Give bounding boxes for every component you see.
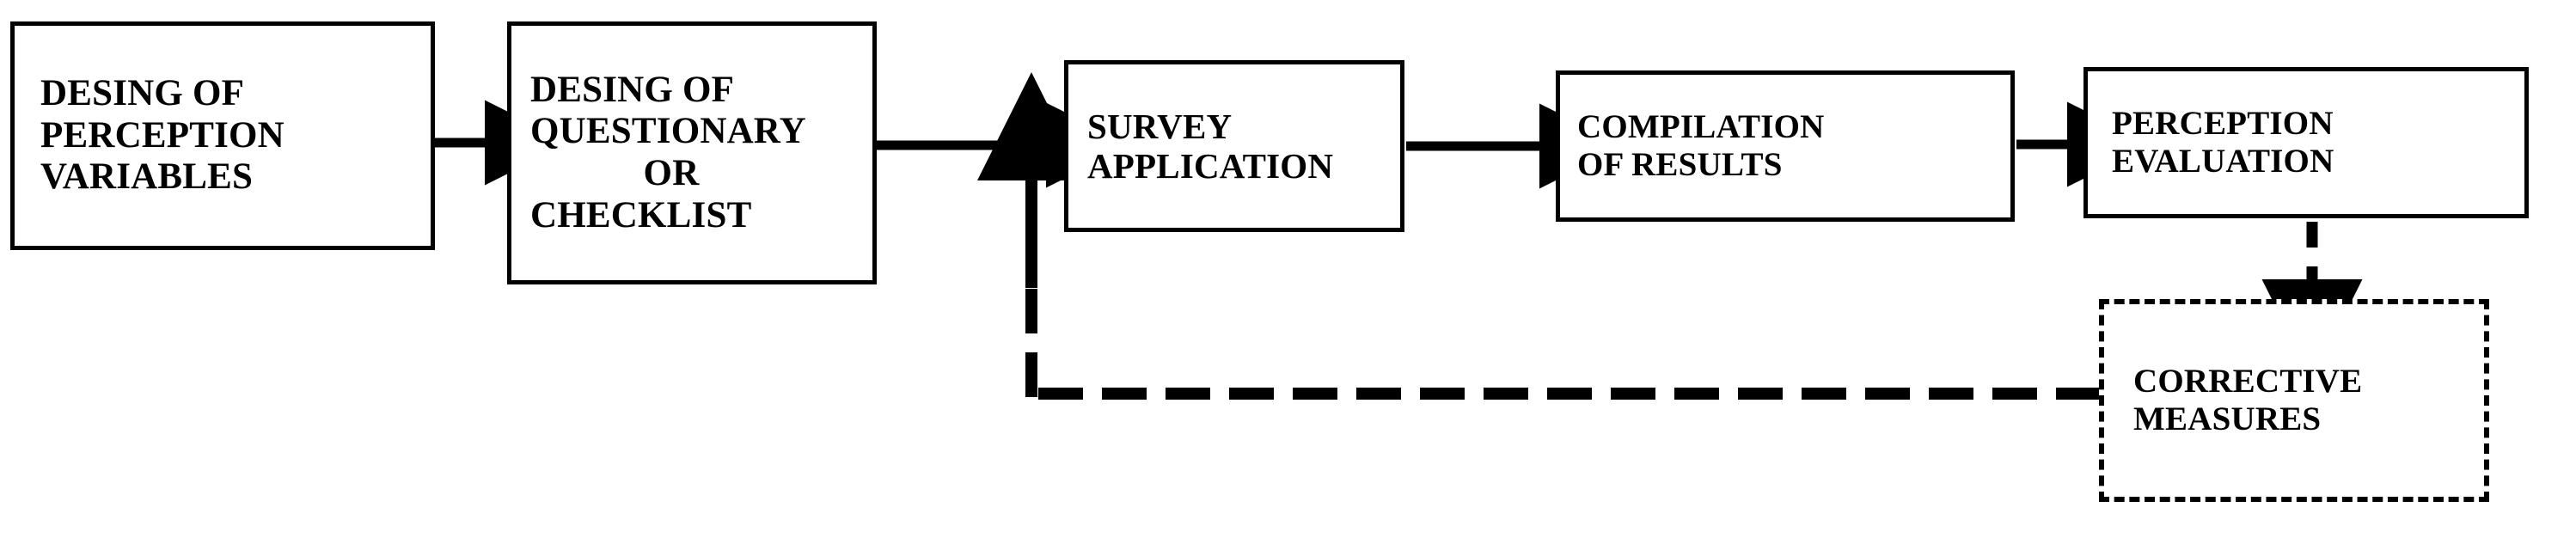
node-survey-application-line-1: SURVEY	[1087, 106, 1233, 146]
node-compilation-results-line-2: OF RESULTS	[1577, 146, 1783, 183]
node-questionary-line-2: QUESTIONARY	[530, 111, 806, 152]
node-questionary-or-checklist[interactable]: DESING OF QUESTIONARY OR CHECKLIST	[507, 21, 877, 284]
node-perception-evaluation[interactable]: PERCEPTION EVALUATION	[2083, 67, 2529, 218]
node-perception-evaluation-line-1: PERCEPTION	[2112, 104, 2334, 142]
node-compilation-results-line-1: COMPILATION	[1577, 107, 1825, 145]
node-perception-variables-line-1: DESING OF	[40, 73, 245, 114]
node-perception-evaluation-line-2: EVALUATION	[2112, 143, 2334, 180]
node-corrective-measures[interactable]: CORRECTIVE MEASURES	[2099, 299, 2489, 502]
node-questionary-line-1: DESING OF	[530, 69, 735, 110]
node-corrective-measures-line-2: MEASURES	[2133, 400, 2322, 437]
arrow-corrective-feedback-to-survey	[977, 72, 2101, 400]
node-compilation-of-results[interactable]: COMPILATION OF RESULTS	[1556, 70, 2015, 222]
node-perception-variables-line-2: PERCEPTION	[40, 114, 285, 156]
node-perception-variables-line-3: VARIABLES	[40, 156, 254, 198]
node-questionary-line-4: CHECKLIST	[530, 194, 752, 235]
node-perception-variables[interactable]: DESING OF PERCEPTION VARIABLES	[10, 21, 435, 250]
node-questionary-line-3: OR	[643, 153, 700, 193]
node-survey-application[interactable]: SURVEY APPLICATION	[1064, 60, 1404, 232]
node-survey-application-line-2: APPLICATION	[1087, 146, 1334, 186]
node-corrective-measures-line-1: CORRECTIVE	[2133, 362, 2363, 400]
